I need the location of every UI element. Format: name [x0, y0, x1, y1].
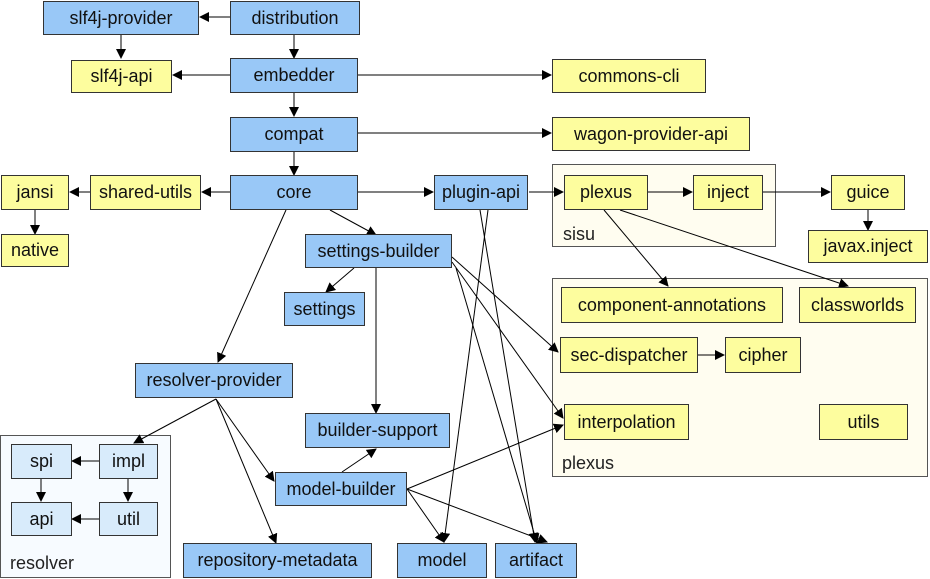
node-repository-metadata[interactable]: repository-metadata: [183, 543, 372, 578]
resolver-group-label: resolver: [10, 553, 75, 573]
node-cipher[interactable]: cipher: [725, 337, 801, 373]
edge-plugin-api-artifact: [479, 209, 539, 543]
node-artifact[interactable]: artifact: [495, 543, 577, 578]
node-slf4j-api[interactable]: slf4j-api: [71, 60, 172, 93]
node-builder-support[interactable]: builder-support: [305, 413, 450, 448]
edge-model-builder-artifact: [406, 488, 548, 544]
node-api[interactable]: api: [11, 502, 72, 536]
edge-resolver-provider-model-builder: [215, 398, 275, 482]
edge-model-builder-interpolation: [406, 423, 564, 490]
edge-plexus-classworlds: [619, 209, 849, 288]
node-utils[interactable]: utils: [819, 404, 908, 440]
node-native[interactable]: native: [1, 234, 69, 267]
node-component-annotations[interactable]: component-annotations: [561, 287, 783, 323]
node-javax-inject[interactable]: javax.inject: [808, 230, 928, 263]
edge-core-settings-builder: [329, 209, 377, 236]
node-guice[interactable]: guice: [831, 175, 905, 210]
edge-settings-builder-sec-dispatcher: [451, 256, 559, 353]
node-interpolation[interactable]: interpolation: [564, 404, 689, 440]
node-spi[interactable]: spi: [11, 444, 72, 479]
node-jansi[interactable]: jansi: [1, 175, 69, 210]
node-sec-dispatcher[interactable]: sec-dispatcher: [560, 337, 698, 373]
edge-plugin-api-model: [440, 209, 489, 543]
node-distribution[interactable]: distribution: [230, 1, 360, 35]
node-wagon-provider-api[interactable]: wagon-provider-api: [552, 117, 750, 151]
edge-model-builder-model: [406, 488, 445, 543]
node-plexus[interactable]: plexus: [564, 175, 648, 210]
edge-resolver-provider-impl: [133, 398, 217, 444]
edge-resolver-provider-repository-metadata: [215, 398, 278, 544]
node-model-builder[interactable]: model-builder: [275, 472, 407, 506]
plexus-group-label: plexus: [562, 453, 615, 473]
edge-model-builder-builder-support: [341, 448, 377, 473]
edge-core-resolver-provider: [217, 209, 287, 363]
node-plugin-api[interactable]: plugin-api: [434, 175, 528, 210]
node-slf4j-provider[interactable]: slf4j-provider: [43, 1, 199, 35]
node-model[interactable]: model: [397, 543, 487, 578]
node-compat[interactable]: compat: [230, 117, 358, 152]
node-shared-utils[interactable]: shared-utils: [90, 175, 201, 210]
node-classworlds[interactable]: classworlds: [799, 287, 916, 323]
node-commons-cli[interactable]: commons-cli: [552, 59, 706, 93]
node-settings[interactable]: settings: [284, 292, 365, 326]
edge-plexus-component-annotations: [603, 209, 669, 287]
edge-settings-builder-interpolation: [451, 261, 564, 419]
edge-settings-builder-settings: [325, 267, 355, 293]
node-util[interactable]: util: [99, 502, 158, 536]
node-core[interactable]: core: [230, 175, 358, 210]
edge-settings-builder-artifact: [455, 267, 540, 544]
node-settings-builder[interactable]: settings-builder: [305, 234, 452, 268]
node-inject[interactable]: inject: [693, 175, 763, 210]
node-impl[interactable]: impl: [99, 444, 158, 479]
node-resolver-provider[interactable]: resolver-provider: [135, 363, 293, 398]
sisu-group-label: sisu: [563, 224, 596, 244]
node-embedder[interactable]: embedder: [230, 58, 358, 93]
